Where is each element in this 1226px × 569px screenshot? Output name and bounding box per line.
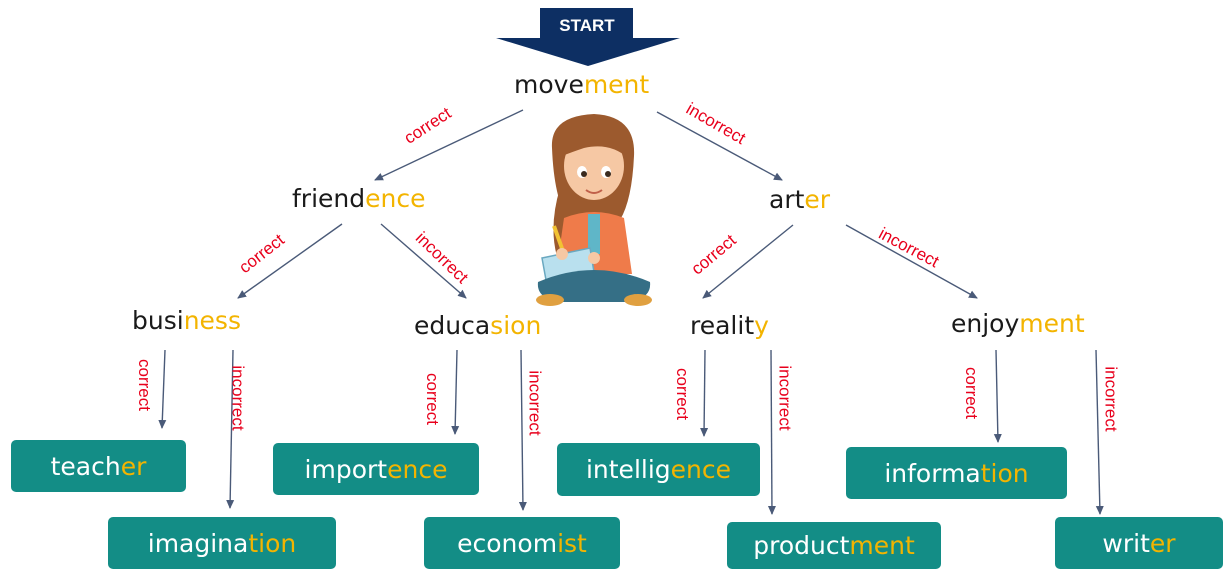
edge-enjoyment-writer [1095,349,1104,515]
result-stem: econom [457,528,558,558]
node-suffix: er [804,185,831,214]
node-suffix: ment [1019,309,1085,338]
result-stem: product [753,531,850,560]
node-suffix: sion [490,311,542,340]
result-suffix: ment [849,531,915,560]
result-suffix: ist [557,528,587,558]
result-suffix: ence [387,454,448,484]
result-suffix: er [1149,528,1176,558]
edge-arter-enjoyment [845,224,978,299]
edge-reality-intelligence [700,349,709,437]
edge-label-incorrect: incorrect [525,370,545,436]
node-stem: friend [292,184,366,213]
node-stem: realit [690,311,755,340]
edge-movement-friendence [374,109,524,181]
edge-arter-reality [702,224,794,299]
edge-label-incorrect: incorrect [775,365,795,431]
edge-label-correct: correct [134,359,154,411]
result-suffix: er [120,451,147,481]
node-stem: move [514,70,584,99]
edge-label-correct: correct [422,373,442,425]
edge-education-economist [518,349,527,511]
node-arter: arter [769,185,830,214]
start-arrow [496,8,680,66]
node-suffix: ment [583,70,650,99]
start-label: START [559,16,615,35]
edge-enjoyment-information [993,349,1002,443]
edge-friendence-business [237,223,343,299]
node-stem: educa [414,311,491,340]
result-suffix: tion [248,528,297,558]
node-suffix: ence [365,184,426,213]
node-movement: movement [514,70,649,99]
node-stem: busi [132,306,184,335]
edge-label-incorrect: incorrect [228,365,248,431]
result-stem: imagina [147,528,249,558]
result-stem: writ [1102,528,1150,558]
edge-business-imagination [226,349,235,509]
edge-label-correct: correct [961,367,981,419]
edge-education-importence [451,349,460,435]
node-enjoyment: enjoyment [951,309,1085,338]
edge-label-correct: correct [672,368,692,420]
node-reality: reality [690,311,769,340]
edge-friendence-education [380,223,467,299]
result-stem: informa [884,458,981,488]
node-stem: enjoy [951,309,1020,338]
edge-business-teacher [158,349,167,429]
result-stem: intellig [585,455,671,484]
result-stem: import [304,454,388,484]
node-stem: art [769,185,805,214]
edge-label-incorrect: incorrect [1101,366,1121,432]
result-suffix: ence [670,455,732,484]
node-suffix: y [754,311,769,340]
edge-reality-productment [767,349,776,515]
girl-sitting-writing-icon [536,114,652,306]
edge-movement-arter [656,111,783,181]
node-business: business [132,306,241,335]
result-suffix: tion [980,458,1029,488]
node-friendence: friendence [292,184,425,213]
result-stem: teach [50,451,121,481]
node-suffix: ness [183,306,241,335]
node-education: educasion [414,311,541,340]
